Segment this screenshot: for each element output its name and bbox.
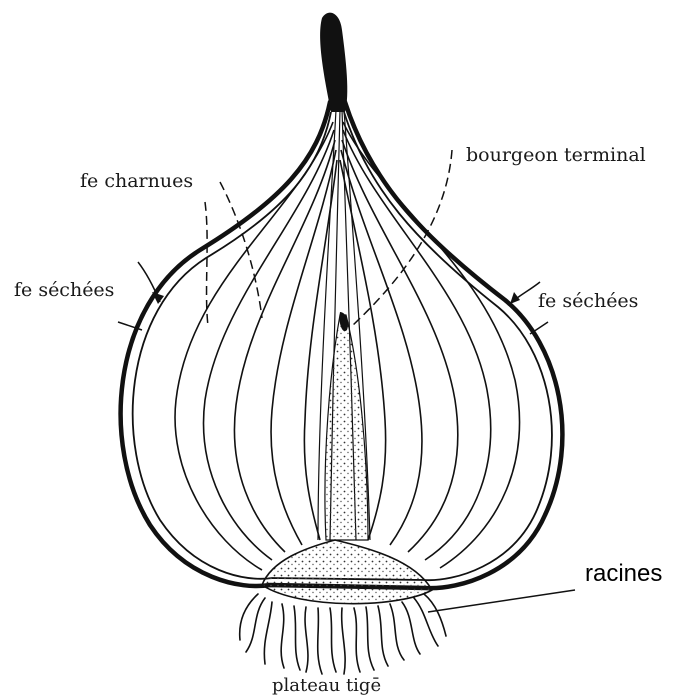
bulb-neck <box>320 13 347 112</box>
terminal-bud <box>325 315 368 540</box>
leader-racines <box>428 590 575 612</box>
label-fe-sechees-left: fe séchées <box>14 281 114 300</box>
label-bourgeon-terminal: bourgeon terminal <box>466 146 646 165</box>
roots <box>240 594 446 674</box>
leader-charnues-2 <box>220 182 262 318</box>
stem-plate <box>262 540 432 604</box>
label-plateau-tige: plateau tigē <box>272 677 381 695</box>
label-racines: racines <box>585 562 662 586</box>
label-fe-sechees-right: fe séchées <box>538 292 638 311</box>
label-fe-charnues: fe charnues <box>80 172 193 191</box>
